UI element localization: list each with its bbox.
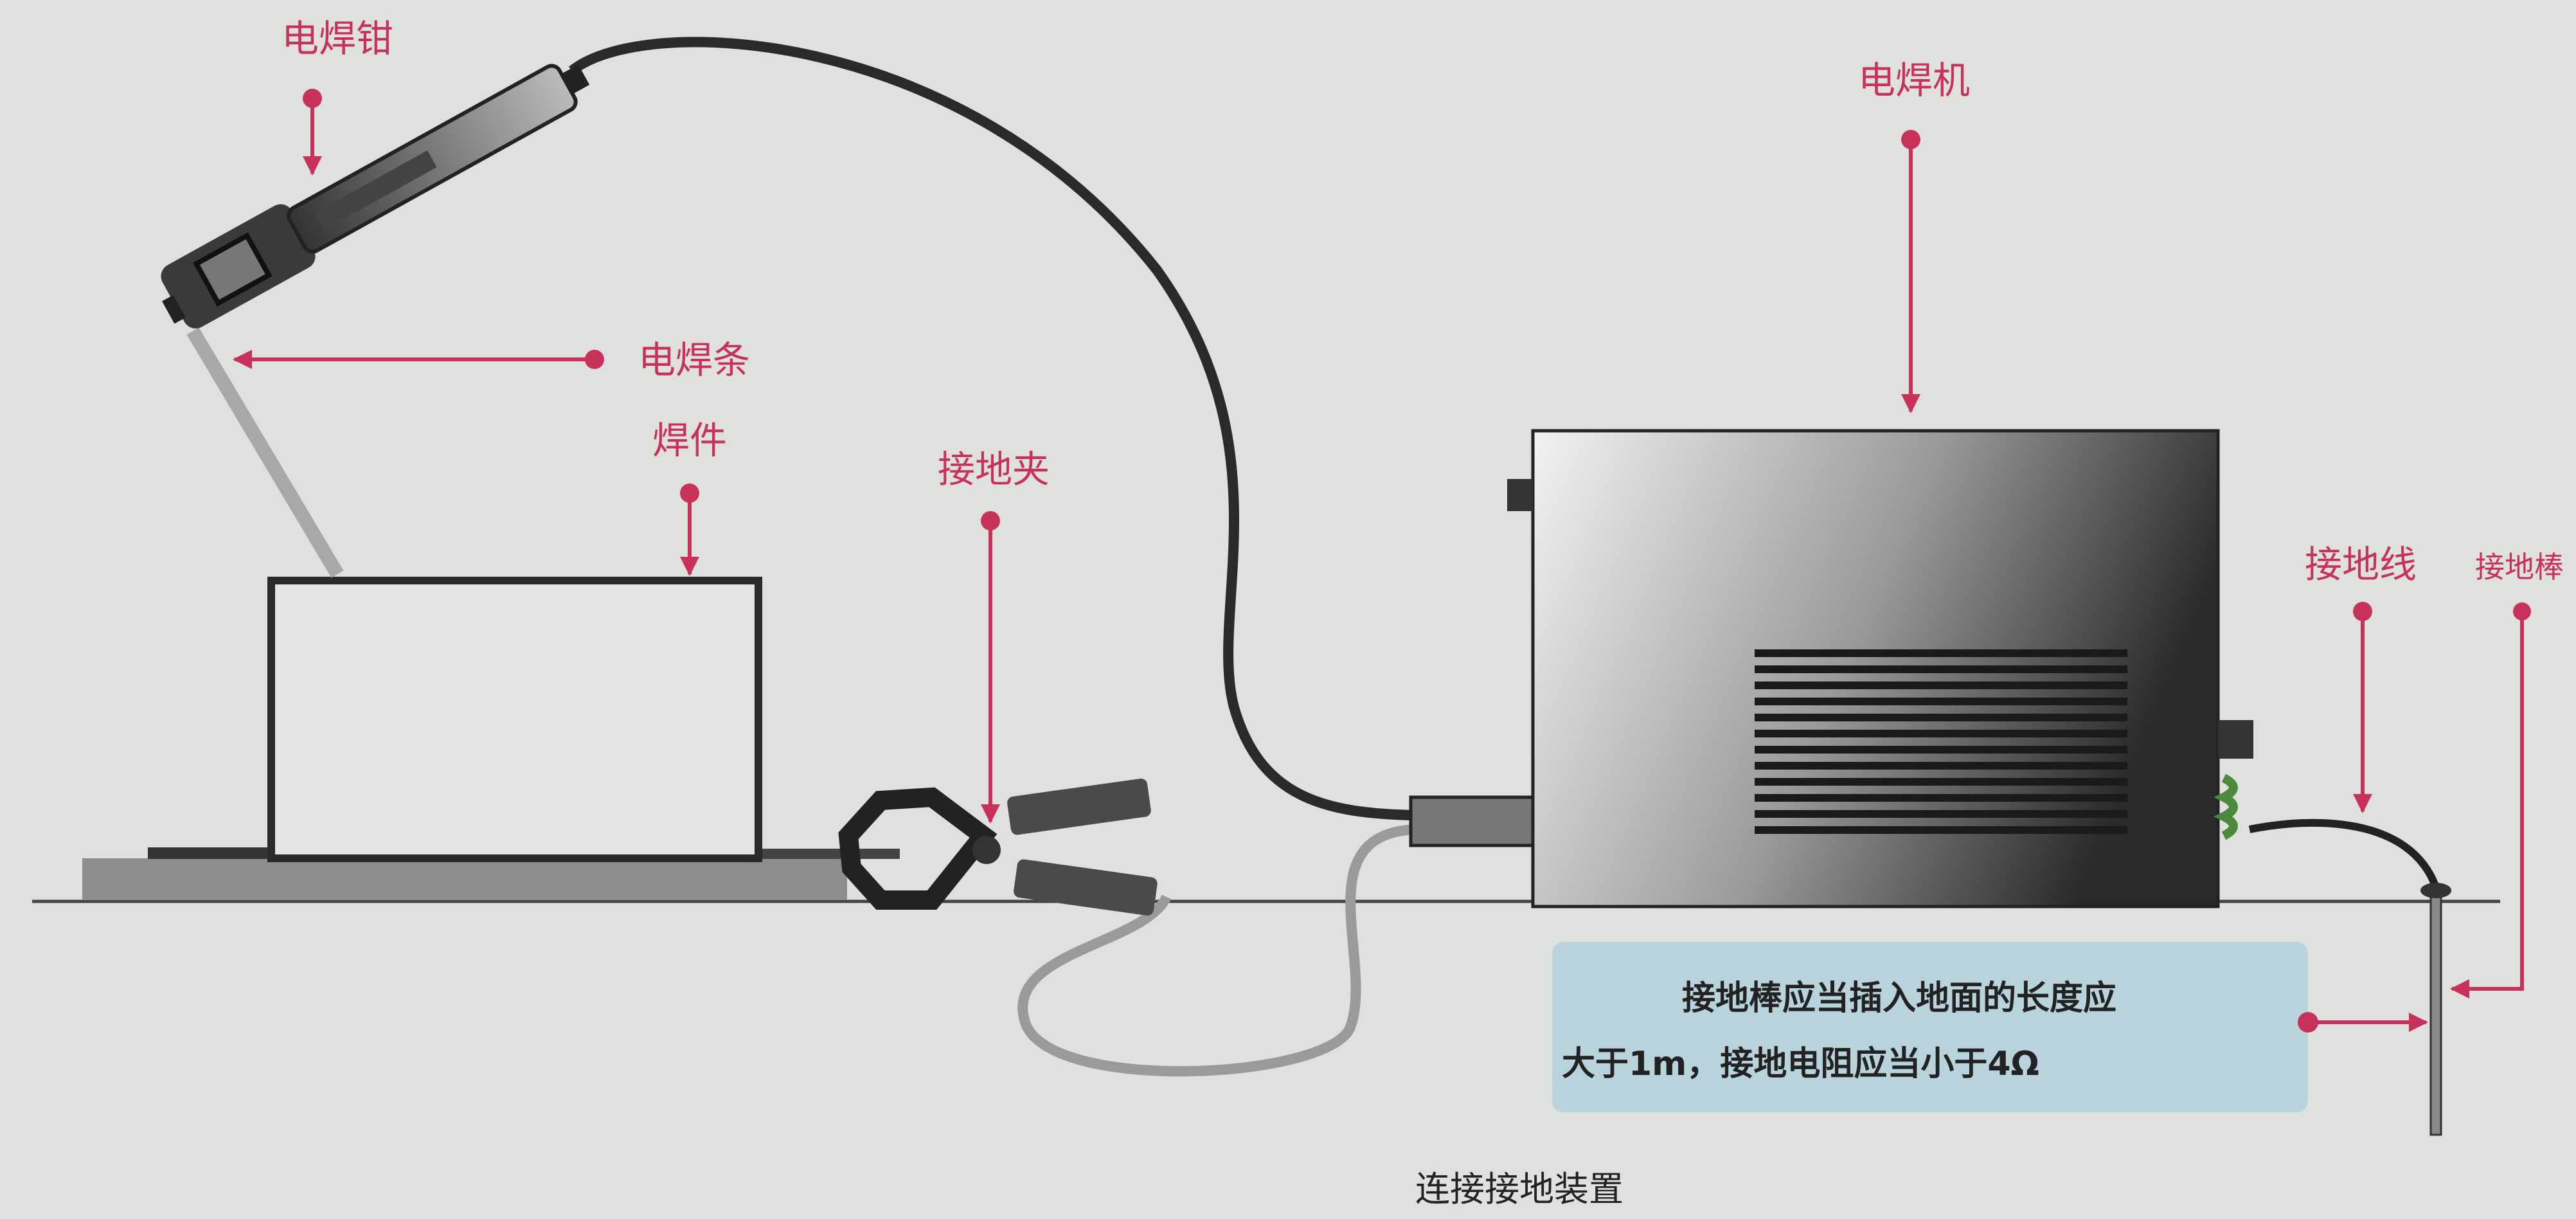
vent-slot (1755, 714, 2127, 721)
note-box (1552, 942, 2308, 1112)
ground-wire (2248, 818, 2440, 889)
ground-clamp (838, 778, 1158, 916)
vent-slot (1755, 746, 2127, 754)
vent-slot (1755, 665, 2127, 673)
vent-slot (1755, 762, 2127, 770)
label-ground-rod: 接地棒 (2475, 550, 2564, 584)
ground-wire-coil (2214, 773, 2238, 840)
vent-slot (1755, 730, 2127, 737)
note-line-1: 接地棒应当插入地面的长度应 (1682, 979, 2116, 1018)
vent-slot (1755, 794, 2127, 802)
caption: 连接接地装置 (1415, 1169, 1623, 1209)
label-workpiece: 焊件 (652, 419, 727, 462)
vent-slot (1755, 682, 2127, 689)
workpiece (267, 577, 762, 862)
ground-rod (2429, 886, 2442, 1136)
vent-slot (1755, 698, 2127, 705)
electrode-holder (161, 64, 590, 329)
label-ground-wire: 接地线 (2305, 543, 2417, 586)
welding-cable (568, 37, 1415, 820)
vent-slot (1755, 810, 2127, 818)
vent-slot (1755, 649, 2127, 657)
vent-slot (1755, 778, 2127, 786)
vent-grille (1755, 649, 2127, 834)
base-plate (82, 858, 847, 900)
note-line-2: 大于1m，接地电阻应当小于4Ω (1562, 1045, 2039, 1083)
electrode (186, 327, 344, 578)
label-ground-clamp: 接地夹 (938, 447, 1050, 491)
label-electrode: 电焊条 (638, 338, 750, 382)
label-holder: 电焊钳 (282, 17, 393, 60)
clamp-cable (1017, 824, 1415, 1077)
vent-slot (1755, 826, 2127, 834)
output-connector (1409, 795, 1535, 847)
label-welder: 电焊机 (1858, 59, 1970, 102)
